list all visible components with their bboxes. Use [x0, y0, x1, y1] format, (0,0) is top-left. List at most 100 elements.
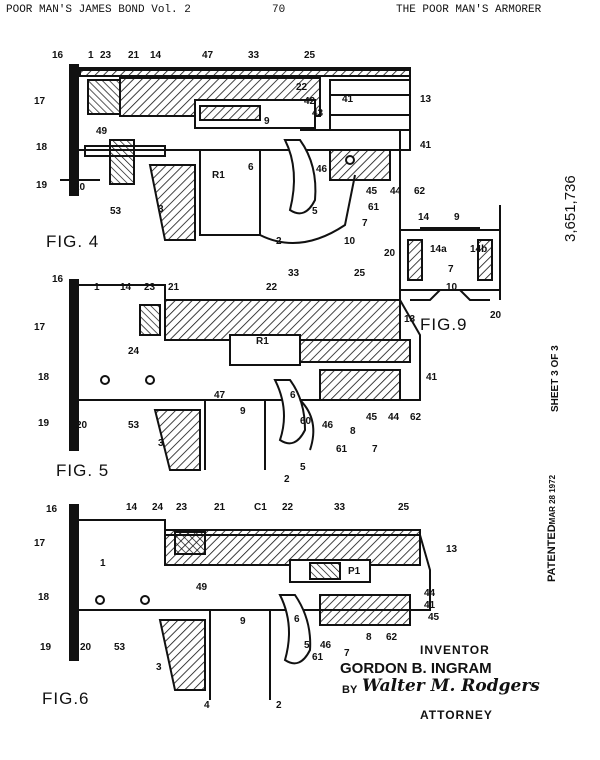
ref-numeral: 5 [312, 206, 318, 217]
ref-numeral: 24 [152, 502, 164, 513]
ref-numeral: 8 [366, 632, 372, 643]
figure-5-reference-numerals: 16 1 14 23 21 33 25 22 13 17 24 R1 18 41… [34, 268, 438, 485]
ref-numeral: 6 [294, 614, 300, 625]
ref-numeral: 9 [264, 116, 270, 127]
ref-numeral: 7 [448, 264, 454, 275]
inventor-name: GORDON B. INGRAM [340, 660, 492, 677]
ref-numeral: 20 [76, 420, 88, 431]
ref-numeral: 22 [296, 82, 308, 93]
ref-numeral: 17 [34, 96, 46, 107]
ref-numeral: 14a [430, 244, 447, 255]
ref-numeral: 20 [490, 310, 502, 321]
figure-4-reference-numerals: 16 1 23 21 14 47 33 25 22 42 41 13 17 49… [34, 50, 432, 247]
ref-numeral: 20 [74, 182, 86, 193]
ref-numeral: 61 [368, 202, 380, 213]
ref-numeral: 10 [446, 282, 458, 293]
ref-numeral: 41 [342, 94, 354, 105]
ref-numeral: 47 [214, 390, 226, 401]
ref-numeral: 62 [414, 186, 426, 197]
ref-numeral: 18 [36, 142, 48, 153]
ref-numeral: 25 [304, 50, 316, 61]
ref-numeral: 2 [276, 700, 282, 711]
attorney-label: ATTORNEY [420, 708, 493, 722]
ref-numeral: 33 [248, 50, 260, 61]
ref-numeral: 41 [420, 140, 432, 151]
ref-numeral: 43 [312, 108, 324, 119]
figure-9-caption: FIG.9 [420, 315, 468, 334]
ref-numeral: 23 [144, 282, 156, 293]
ref-numeral: 17 [34, 322, 46, 333]
ref-numeral: 14 [150, 50, 162, 61]
ref-numeral: 13 [420, 94, 432, 105]
by-label: BY [342, 684, 358, 696]
ref-numeral: 6 [290, 390, 296, 401]
ref-numeral: 1 [94, 282, 100, 293]
ref-numeral: R1 [256, 336, 269, 347]
ref-numeral: 20 [80, 642, 92, 653]
ref-numeral: 24 [128, 346, 140, 357]
ref-numeral: 14 [120, 282, 132, 293]
ref-numeral: 23 [100, 50, 112, 61]
ref-numeral: 3 [156, 662, 162, 673]
ref-numeral: 19 [38, 418, 50, 429]
ref-numeral: 13 [404, 314, 416, 325]
ref-numeral: 21 [168, 282, 180, 293]
ref-numeral: 1 [100, 558, 106, 569]
figure-9-reference-numerals: 14 9 14a 14b 20 7 10 20 [384, 212, 502, 321]
ref-numeral: 4 [204, 700, 210, 711]
ref-numeral: 49 [96, 126, 108, 137]
ref-numeral: 60 [300, 416, 312, 427]
figure-6-drawing [69, 504, 431, 700]
ref-numeral: 45 [428, 612, 440, 623]
ref-numeral: 46 [320, 640, 332, 651]
ref-numeral: 44 [388, 412, 400, 423]
ref-numeral: 2 [284, 474, 290, 485]
running-header-left: POOR MAN'S JAMES BOND Vol. 2 [6, 4, 191, 16]
patent-number: 3,651,736 [562, 175, 579, 242]
page-number: 70 [272, 4, 286, 16]
ref-numeral: 19 [36, 180, 48, 191]
ref-numeral: 16 [52, 274, 64, 285]
figure-6-caption: FIG.6 [42, 689, 90, 708]
ref-numeral: 25 [354, 268, 366, 279]
attorney-signature: Walter M. Rodgers [362, 676, 540, 696]
ref-numeral: 44 [390, 186, 402, 197]
inventor-label: INVENTOR [420, 643, 490, 657]
figure-4-drawing [60, 64, 411, 244]
ref-numeral: 61 [312, 652, 324, 663]
ref-numeral: 44 [424, 588, 436, 599]
ref-numeral: 20 [384, 248, 396, 259]
ref-numeral: 14 [126, 502, 138, 513]
ref-numeral: 18 [38, 592, 50, 603]
ref-numeral: 33 [334, 502, 346, 513]
ref-numeral: 7 [344, 648, 350, 659]
ref-numeral: 23 [176, 502, 188, 513]
sheet-indicator: SHEET 3 OF 3 [550, 345, 561, 412]
ref-numeral: 7 [362, 218, 368, 229]
ref-numeral: 61 [336, 444, 348, 455]
ref-numeral: 42 [304, 96, 316, 107]
patented-date-stamp: PATENTEDMAR 28 1972 [546, 475, 558, 582]
ref-numeral: 1 [88, 50, 94, 61]
ref-numeral: 19 [40, 642, 52, 653]
ref-numeral: 21 [214, 502, 226, 513]
figure-4-caption: FIG. 4 [46, 232, 99, 251]
ref-numeral: 18 [38, 372, 50, 383]
ref-numeral: 62 [410, 412, 422, 423]
ref-numeral: 53 [110, 206, 122, 217]
ref-numeral: 41 [426, 372, 438, 383]
ref-numeral: 47 [202, 50, 214, 61]
patented-date: MAR 28 1972 [548, 474, 557, 525]
ref-numeral: 62 [386, 632, 398, 643]
ref-numeral: 53 [114, 642, 126, 653]
ref-numeral: 45 [366, 186, 378, 197]
ref-numeral: P1 [348, 566, 361, 577]
patented-label: PATENTED [546, 524, 558, 582]
ref-numeral: 22 [282, 502, 294, 513]
figure-6-reference-numerals: 16 14 24 23 21 C1 22 33 25 17 1 13 P1 49… [34, 502, 458, 711]
ref-numeral: 14 [418, 212, 430, 223]
ref-numeral: 6 [248, 162, 254, 173]
ref-numeral: 16 [46, 504, 58, 515]
figure-5-caption: FIG. 5 [56, 461, 109, 480]
